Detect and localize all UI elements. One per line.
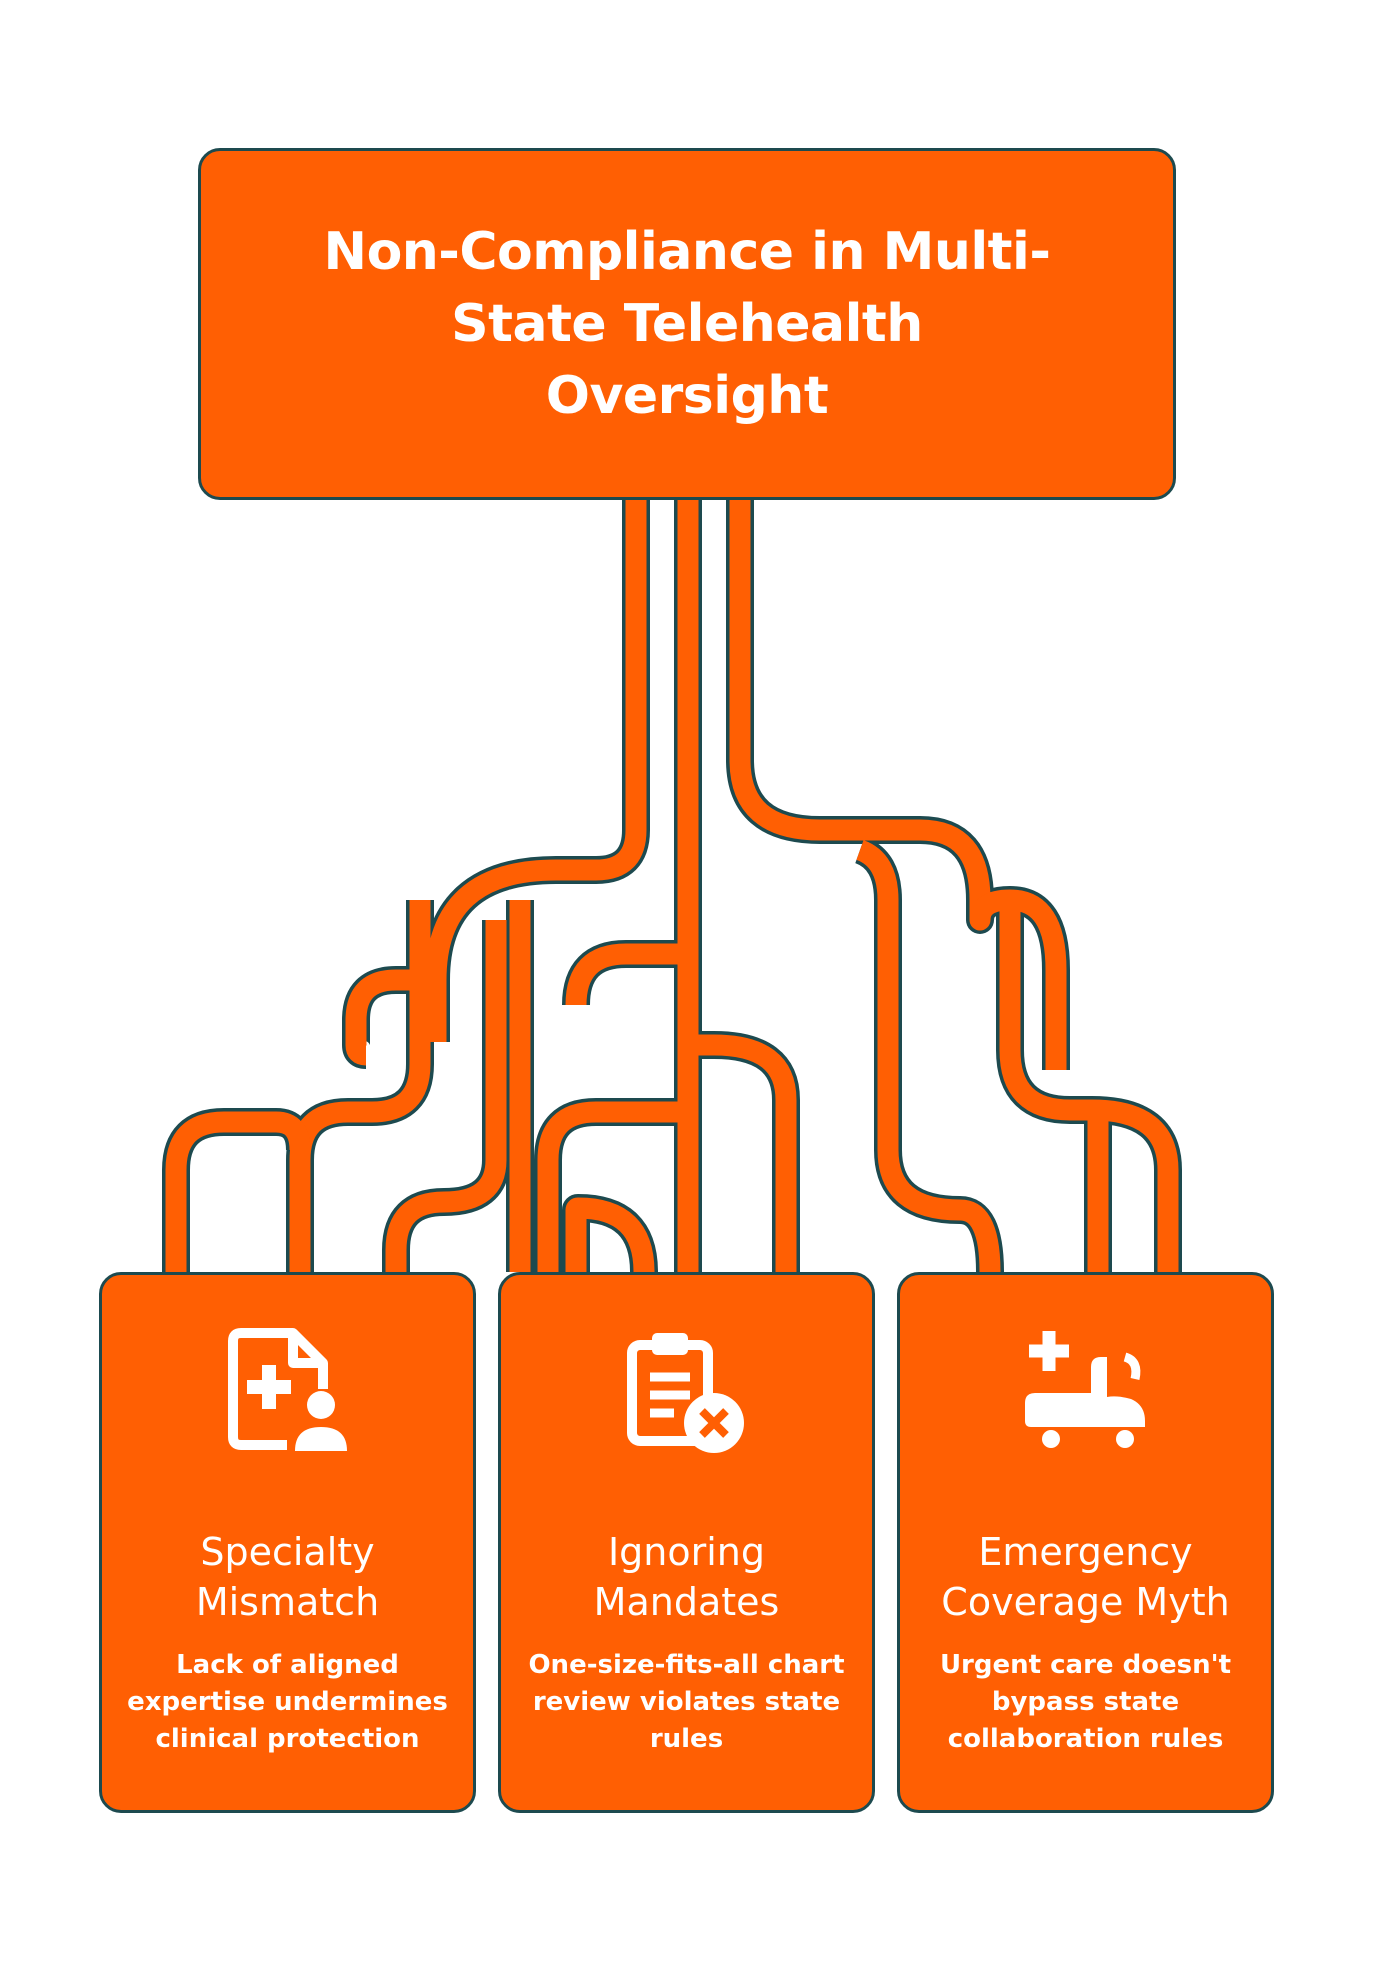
card-description: Urgent care doesn't bypass state collabo… (939, 1650, 1232, 1754)
card-emergency-coverage-myth: Emergency Coverage Myth Urgent care does… (897, 1272, 1274, 1813)
card-ignoring-mandates: Ignoring Mandates One-size-fits-all char… (498, 1272, 875, 1813)
card-specialty-mismatch: Specialty Mismatch Lack of aligned exper… (99, 1272, 476, 1813)
clipboard-x-icon (501, 1327, 872, 1467)
card-description: One-size-fits-all chart review violates … (528, 1650, 845, 1754)
medical-record-person-icon (102, 1327, 473, 1467)
card-title: Emergency Coverage Myth (941, 1530, 1230, 1624)
diagram-title: Non-Compliance in Multi-State Telehealth… (323, 222, 1051, 426)
card-title: Specialty Mismatch (195, 1530, 380, 1624)
card-description: Lack of aligned expertise undermines cli… (127, 1650, 448, 1754)
title-box: Non-Compliance in Multi-State Telehealth… (198, 148, 1176, 500)
ambulance-cross-icon (900, 1327, 1271, 1467)
card-title: Ignoring Mandates (593, 1530, 780, 1624)
